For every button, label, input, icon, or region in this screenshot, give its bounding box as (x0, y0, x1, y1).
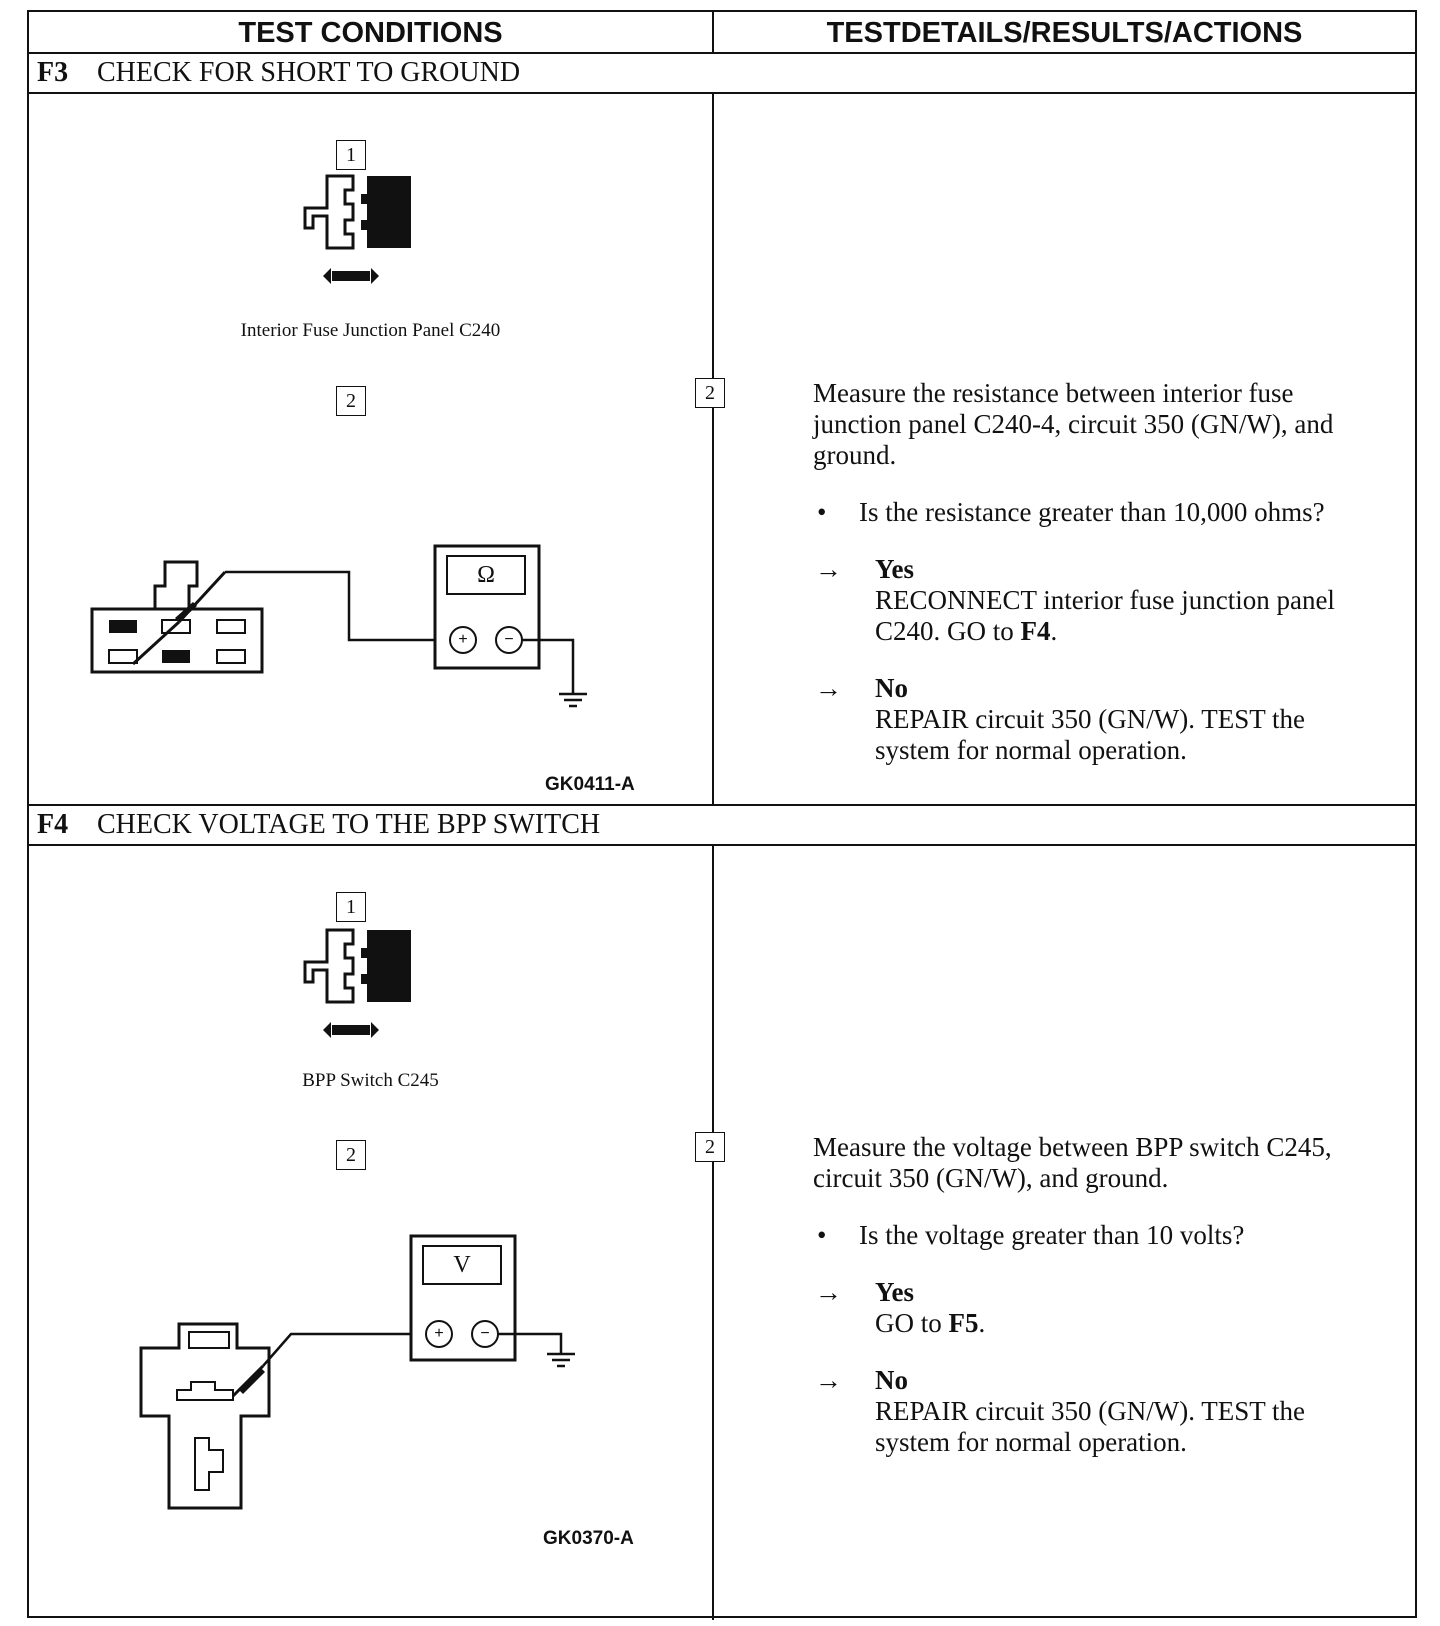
yes-action-end: . (978, 1308, 986, 1338)
test-probe-icon (231, 1332, 411, 1398)
step-marker-1: 1 (336, 892, 366, 922)
yes-branch: → Yes RECONNECT interior fuse junction p… (815, 554, 1385, 647)
connector-disconnect-icon (303, 174, 411, 284)
no-action: REPAIR circuit 350 (GN/W). TEST the syst… (875, 1396, 1305, 1457)
section-title-f3: F3 CHECK FOR SHORT TO GROUND (37, 53, 520, 93)
yes-branch: → Yes GO to F5. (815, 1277, 1385, 1339)
detail-step-marker: 2 (695, 378, 725, 408)
f3-test-details: 2 Measure the resistance between interio… (695, 378, 1405, 766)
no-branch: → No REPAIR circuit 350 (GN/W). TEST the… (815, 1365, 1385, 1458)
question-text: Is the resistance greater than 10,000 oh… (817, 497, 1405, 528)
header-test-details: TESTDETAILS/RESULTS/ACTIONS (826, 16, 1303, 49)
instruction-text: Measure the voltage between BPP switch C… (813, 1132, 1332, 1193)
connector-caption: BPP Switch C245 (302, 1070, 439, 1091)
next-step-ref: F5 (948, 1308, 979, 1338)
section-title-text: CHECK FOR SHORT TO GROUND (97, 57, 521, 88)
yes-action-end: . (1050, 616, 1058, 646)
arrow-icon: → (815, 554, 842, 584)
figure-code: GK0411-A (545, 774, 635, 795)
meter-display-symbol: Ω (477, 561, 495, 588)
step-marker-2: 2 (336, 386, 366, 416)
f4-diagram-drawing (139, 928, 575, 1510)
divider (712, 12, 714, 54)
column-divider (712, 844, 714, 1620)
f4-test-diagram: 1 BPP Switch C245 2 V + − GK0370-A (29, 846, 712, 1616)
ohmmeter-icon (433, 544, 587, 708)
section-id: F3 (37, 57, 69, 88)
f3-test-diagram: 1 Interior Fuse Junction Panel C240 2 Ω … (29, 94, 712, 804)
minus-terminal: − (504, 631, 514, 648)
section-id: F4 (37, 809, 69, 840)
plus-terminal: + (434, 1325, 444, 1342)
yes-label: Yes (875, 554, 914, 584)
yes-action-text: GO to (875, 1308, 949, 1338)
minus-terminal: − (480, 1325, 490, 1342)
step-marker-1: 1 (336, 140, 366, 170)
meter-display-symbol: V (453, 1251, 471, 1278)
section-title-text: CHECK VOLTAGE TO THE BPP SWITCH (97, 809, 601, 840)
column-divider (712, 92, 714, 804)
step-marker-2: 2 (336, 1140, 366, 1170)
connector-caption: Interior Fuse Junction Panel C240 (240, 320, 501, 341)
divider (29, 844, 1415, 846)
divider (29, 804, 1415, 806)
section-title-f4: F4 CHECK VOLTAGE TO THE BPP SWITCH (37, 805, 600, 845)
voltmeter-icon (409, 1234, 575, 1368)
yes-label: Yes (875, 1277, 914, 1307)
question-text: Is the voltage greater than 10 volts? (817, 1220, 1405, 1251)
no-action: REPAIR circuit 350 (GN/W). TEST the syst… (875, 704, 1305, 765)
header-test-conditions: TEST CONDITIONS (238, 16, 503, 49)
f3-diagram-drawing (90, 174, 587, 708)
divider (29, 52, 1415, 54)
arrow-icon: → (815, 673, 842, 703)
figure-code: GK0370-A (543, 1528, 634, 1549)
service-manual-page: TEST CONDITIONS TESTDETAILS/RESULTS/ACTI… (27, 10, 1417, 1620)
arrow-icon: → (815, 1365, 842, 1395)
plus-terminal: + (458, 631, 468, 648)
detail-step-marker: 2 (695, 1132, 725, 1162)
yes-action-text: RECONNECT interior fuse junction panel C… (875, 585, 1335, 646)
divider (29, 92, 1415, 94)
fuse-junction-connector-icon (90, 560, 264, 674)
no-branch: → No REPAIR circuit 350 (GN/W). TEST the… (815, 673, 1385, 766)
f4-test-details: 2 Measure the voltage between BPP switch… (695, 1132, 1405, 1458)
no-label: No (875, 1365, 908, 1395)
arrow-icon: → (815, 1277, 842, 1307)
bpp-switch-connector-icon (139, 1322, 271, 1510)
next-step-ref: F4 (1020, 616, 1051, 646)
yes-action: GO to F5. (875, 1308, 1385, 1339)
no-label: No (875, 673, 908, 703)
connector-disconnect-icon (303, 928, 411, 1038)
yes-action: RECONNECT interior fuse junction panel C… (875, 585, 1385, 647)
instruction-text: Measure the resistance between interior … (813, 378, 1334, 470)
test-probe-icon (131, 570, 435, 666)
